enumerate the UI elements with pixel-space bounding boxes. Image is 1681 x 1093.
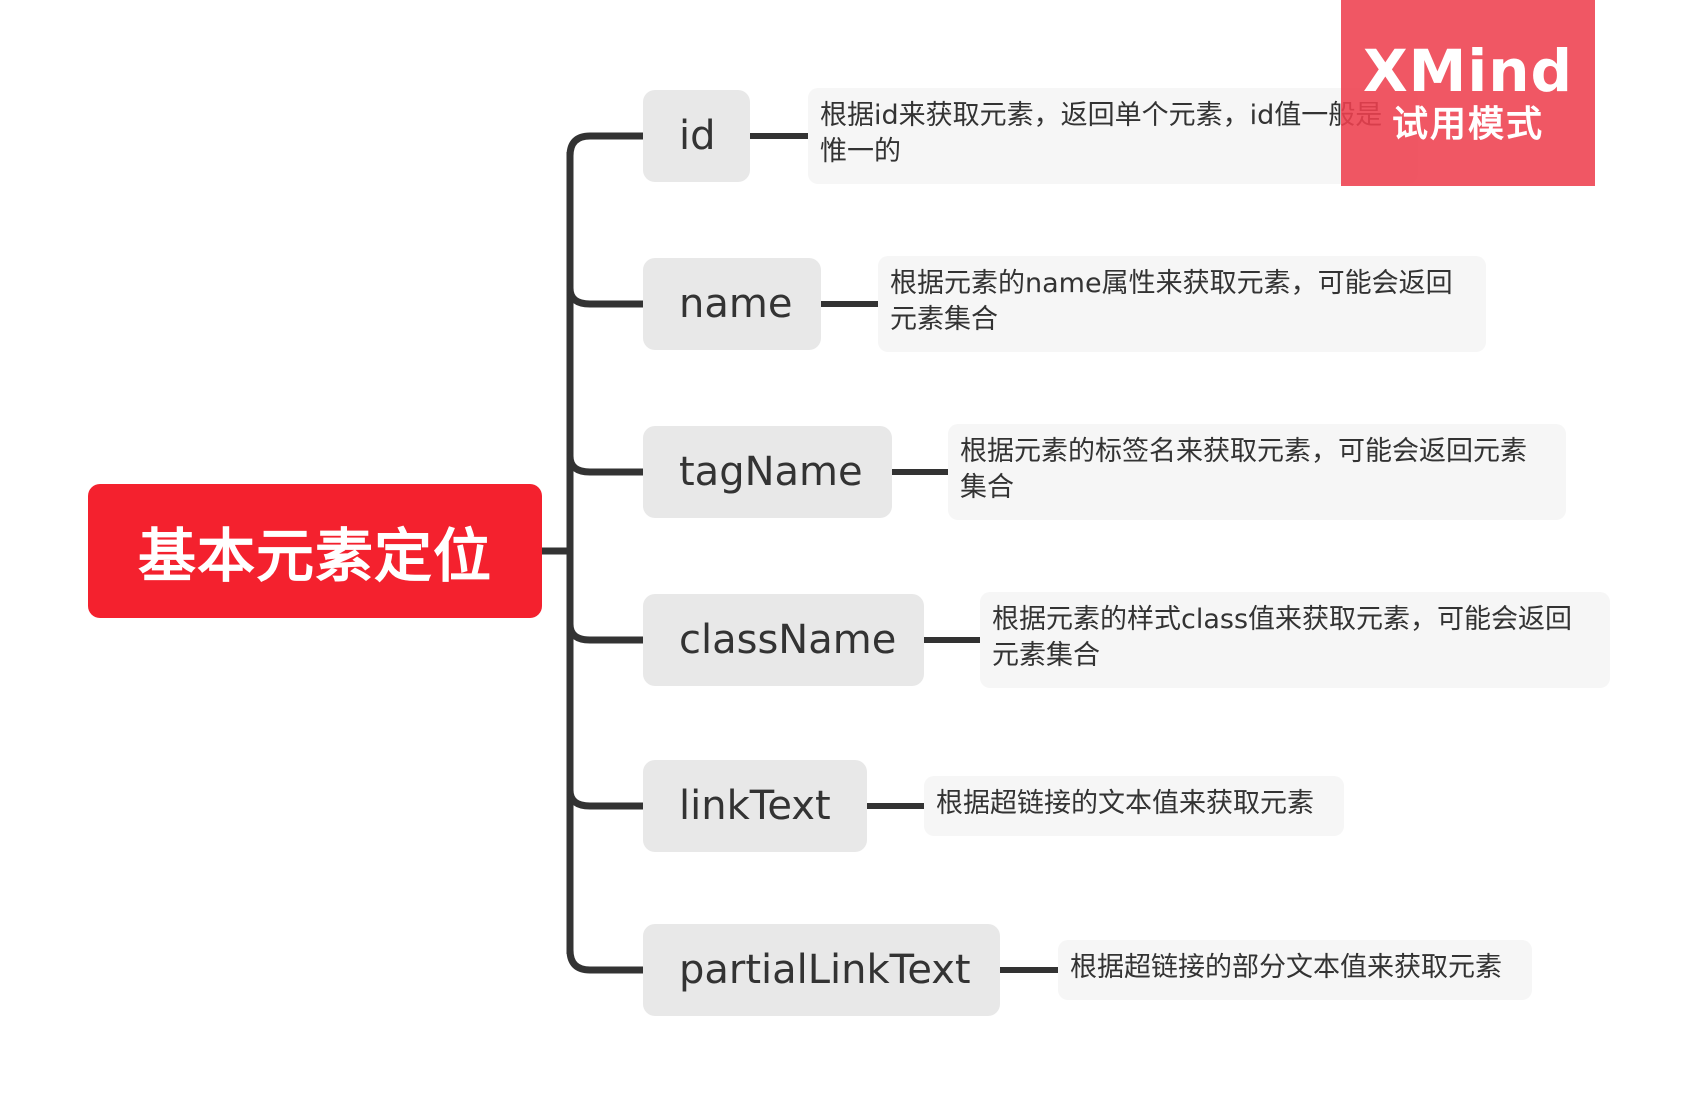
note-id[interactable]: 根据id来获取元素，返回单个元素，id值一般是 惟一的: [808, 88, 1418, 184]
note-classname[interactable]: 根据元素的样式class值来获取元素，可能会返回 元素集合: [980, 592, 1610, 688]
topic-tagname[interactable]: tagName: [643, 426, 892, 518]
branch-line-1: [566, 284, 647, 308]
xmind-logo: XMind: [1362, 37, 1574, 105]
branch-line-5: [566, 946, 647, 974]
note-partiallinktext[interactable]: 根据超链接的部分文本值来获取元素: [1058, 940, 1532, 1000]
note-linktext[interactable]: 根据超链接的文本值来获取元素: [924, 776, 1344, 836]
trial-mode-label: 试用模式: [1391, 104, 1544, 145]
central-topic[interactable]: 基本元素定位: [88, 484, 542, 618]
topic-linktext[interactable]: linkText: [643, 760, 867, 852]
topic-classname[interactable]: className: [643, 594, 924, 686]
note-name[interactable]: 根据元素的name属性来获取元素，可能会返回 元素集合: [878, 256, 1486, 352]
trial-watermark: XMind 试用模式: [1341, 0, 1595, 186]
note-tagname[interactable]: 根据元素的标签名来获取元素，可能会返回元素 集合: [948, 424, 1566, 520]
topic-partiallinktext[interactable]: partialLinkText: [643, 924, 1000, 1016]
branch-line-0: [566, 132, 647, 160]
branch-line-4: [566, 786, 647, 810]
branch-line-3: [566, 620, 647, 644]
branch-line-2: [566, 452, 647, 476]
topic-name[interactable]: name: [643, 258, 821, 350]
topic-id[interactable]: id: [643, 90, 750, 182]
